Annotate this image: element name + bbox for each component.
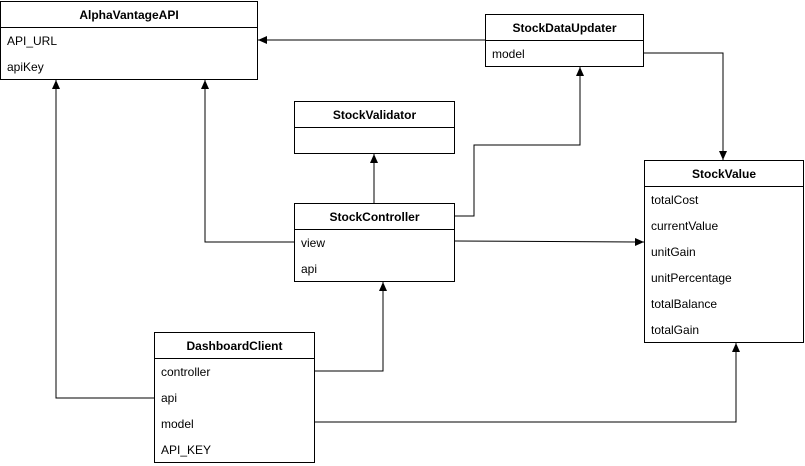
edge-dashboardclient-to-alphavantageapi [52,80,155,399]
attribute-model: model [161,417,194,431]
class-stockvalidator-title: StockValidator [295,102,454,128]
class-stockvalue[interactable]: StockValue totalCost currentValue unitGa… [644,160,804,343]
class-dashboardclient[interactable]: DashboardClient controller api model API… [154,332,315,463]
class-dashboardclient-title: DashboardClient [155,333,314,359]
edge-stockcontroller-to-stockdataupdater [455,67,584,217]
attribute-totalgain: totalGain [651,323,700,337]
class-stockdataupdater-title: StockDataUpdater [486,15,643,41]
class-alphavantageapi[interactable]: AlphaVantageAPI API_URL apiKey [0,1,258,80]
edge-stockcontroller-to-stockvalue [454,237,645,246]
edge-stockcontroller-to-alphavantageapi [201,80,294,243]
attribute-unitgain: unitGain [651,245,696,259]
attribute-api-url: API_URL [7,34,58,48]
class-stockvalidator[interactable]: StockValidator [294,101,455,154]
edge-dashboardclient-to-stockvalue [315,343,740,423]
attribute-api: api [301,262,318,276]
class-stockcontroller[interactable]: StockController view api [294,203,455,282]
attribute-view: view [301,236,326,250]
class-alphavantageapi-title: AlphaVantageAPI [1,2,257,28]
edge-dashboardclient-to-stockcontroller [315,282,387,372]
attribute-totalcost: totalCost [651,193,699,207]
class-stockvalue-title: StockValue [645,161,803,187]
attribute-unitpercentage: unitPercentage [651,271,732,285]
class-stockdataupdater[interactable]: StockDataUpdater model [485,14,644,67]
attribute-apikey: apiKey [7,60,44,74]
attribute-api-key: API_KEY [161,443,212,457]
attribute-controller: controller [161,365,211,379]
attribute-api: api [161,391,178,405]
edge-stockdataupdater-to-stockvalue [644,52,727,160]
class-stockcontroller-title: StockController [295,204,454,230]
attribute-model: model [492,47,525,61]
attribute-currentvalue: currentValue [651,219,719,233]
attribute-totalbalance: totalBalance [651,297,718,311]
